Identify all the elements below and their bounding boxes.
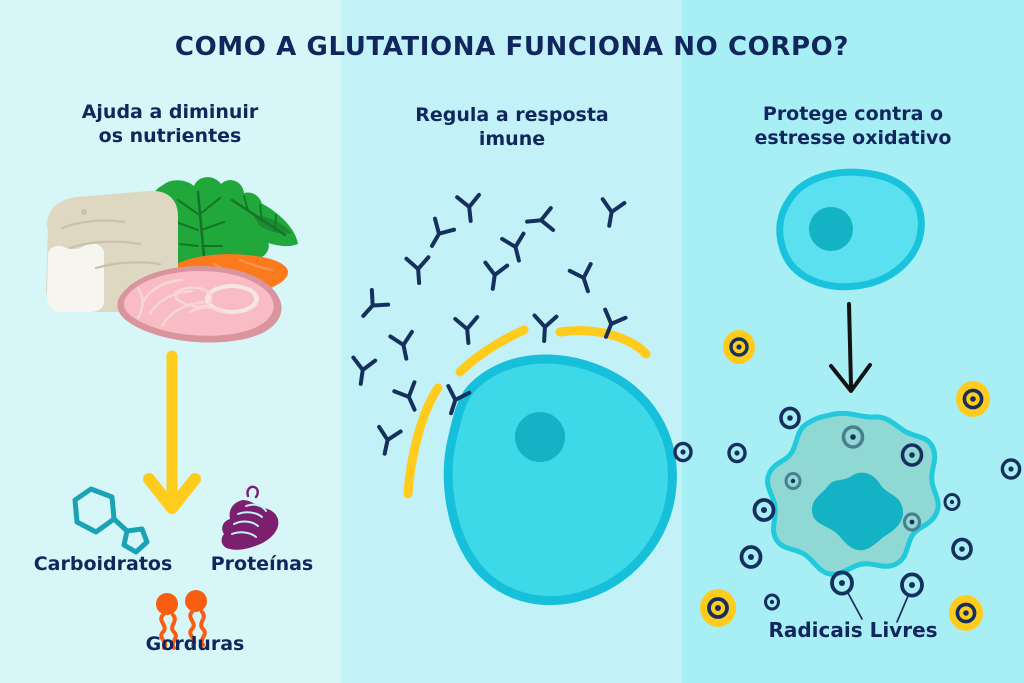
column-heading-oxidative-line2: estresse oxidativo — [754, 127, 952, 150]
column-heading-immune: Regula a resposta imune — [362, 103, 662, 152]
page-title: COMO A GLUTATIONA FUNCIONA NO CORPO? — [174, 32, 850, 62]
column-heading-immune-line1: Regula a resposta — [415, 104, 609, 126]
column-heading-oxidative: Protege contra o estresse oxidativo — [703, 102, 1003, 151]
nutrient-label-fats: Gorduras — [145, 633, 245, 655]
column-heading-immune-line2: imune — [478, 128, 546, 151]
free-radicals-label: Radicais Livres — [768, 618, 938, 642]
column-heading-oxidative-line1: Protege contra o — [762, 103, 944, 125]
column-heading-nutrients: Ajuda a diminuir os nutrientes — [20, 100, 320, 149]
column-heading-nutrients-line2: os nutrientes — [98, 125, 242, 148]
nutrient-label-proteins: Proteínas — [210, 553, 314, 575]
nutrient-label-carbohydrates: Carboidratos — [33, 553, 173, 575]
column-heading-nutrients-line1: Ajuda a diminuir — [81, 101, 259, 123]
